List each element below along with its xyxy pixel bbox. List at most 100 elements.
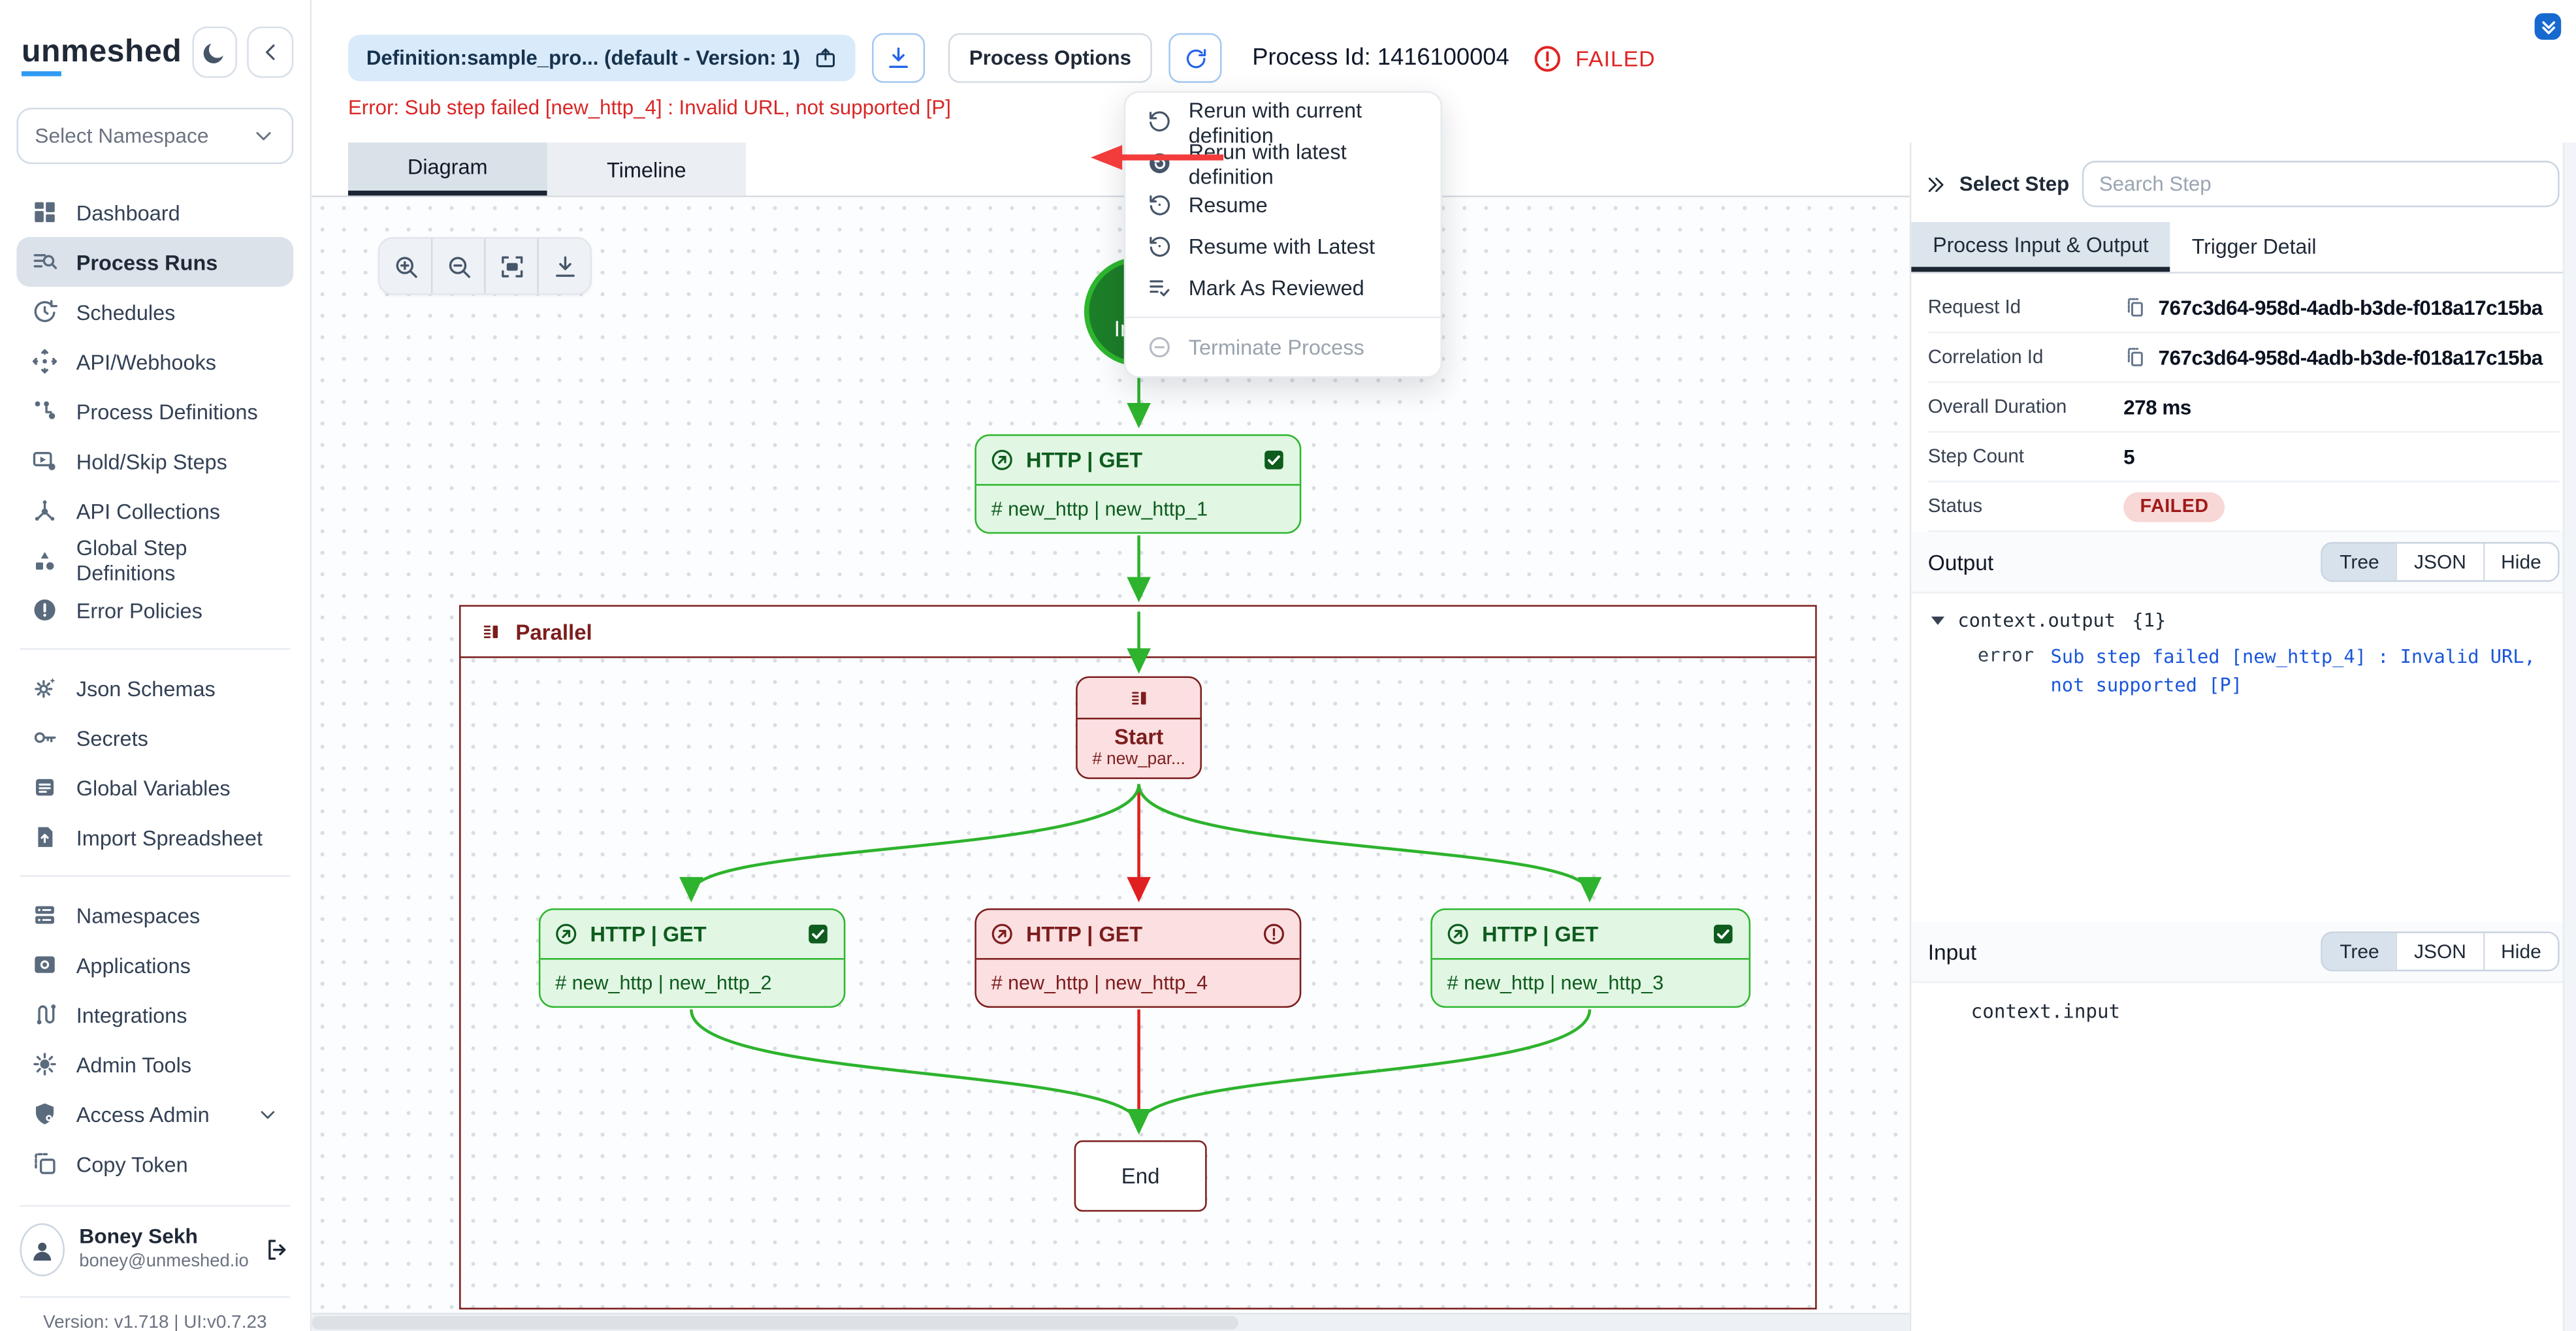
menu-item-mark-as-reviewed[interactable]: Mark As Reviewed bbox=[1125, 267, 1440, 308]
schedules-icon bbox=[31, 298, 58, 325]
sidebar-item-access-admin[interactable]: Access Admin bbox=[16, 1089, 293, 1138]
menu-item-label: Rerun with latest definition bbox=[1188, 138, 1347, 189]
menu-item-resume-with-latest[interactable]: Resume with Latest bbox=[1125, 225, 1440, 266]
user-email: boney@unmeshed.io bbox=[79, 1251, 249, 1272]
step-node-new-http-4[interactable]: HTTP | GET# new_http | new_http_4 bbox=[974, 908, 1302, 1008]
process-definitions-icon bbox=[31, 398, 58, 425]
menu-item-label: Resume bbox=[1188, 192, 1268, 217]
menu-item-resume[interactable]: Resume bbox=[1125, 184, 1440, 225]
output-view-json[interactable]: JSON bbox=[2396, 543, 2483, 581]
dark-mode-toggle[interactable] bbox=[191, 26, 238, 78]
alert-circle-icon bbox=[1261, 922, 1286, 946]
sidebar-item-label: Secrets bbox=[76, 725, 148, 750]
menu-item-rerun-with-latest-definition[interactable]: Rerun with latest definition bbox=[1125, 138, 1440, 188]
double-chevron-right-icon[interactable] bbox=[1925, 173, 1946, 195]
output-view-tree[interactable]: Tree bbox=[2323, 543, 2396, 581]
vertical-scrollbar[interactable] bbox=[2562, 142, 2576, 1331]
fit-view-button[interactable] bbox=[486, 238, 538, 293]
sidebar-item-process-runs[interactable]: Process Runs bbox=[16, 236, 294, 287]
access-admin-icon bbox=[31, 1100, 58, 1127]
api-webhooks-icon bbox=[31, 348, 58, 375]
external-link-icon bbox=[813, 46, 837, 70]
copy-icon[interactable] bbox=[2123, 345, 2147, 369]
download-diagram-button[interactable] bbox=[539, 238, 590, 293]
scroll-down-widget[interactable] bbox=[2534, 13, 2562, 40]
copy-token-icon bbox=[31, 1150, 58, 1177]
user-row[interactable]: Boney Sekh boney@unmeshed.io bbox=[16, 1220, 293, 1279]
zoom-in-button[interactable] bbox=[379, 238, 431, 293]
dashboard-icon bbox=[31, 199, 58, 226]
menu-item-rerun-with-current-definition[interactable]: Rerun with current definition bbox=[1125, 97, 1440, 147]
step-node-new-http-3[interactable]: HTTP | GET# new_http | new_http_3 bbox=[1430, 908, 1751, 1008]
detail-value-text: 5 bbox=[2123, 445, 2135, 468]
logout-icon[interactable] bbox=[264, 1236, 291, 1263]
start-node-title: Start bbox=[1114, 724, 1164, 750]
api-collections-icon bbox=[31, 497, 58, 524]
top-bar: Definition:sample_pro... (default - Vers… bbox=[312, 0, 2576, 142]
sidebar-collapse-button[interactable] bbox=[247, 26, 294, 78]
definition-label: Definition:sample_pro... (default - Vers… bbox=[366, 46, 801, 70]
chevron-down-icon bbox=[257, 1103, 278, 1125]
output-tree: context.output {1} error Sub step failed… bbox=[1911, 594, 2576, 922]
sidebar-item-json-schemas[interactable]: Json Schemas bbox=[16, 663, 293, 713]
check-square-icon bbox=[1261, 447, 1286, 472]
sidebar-item-api-collections[interactable]: API Collections bbox=[16, 486, 293, 536]
sidebar-item-admin-tools[interactable]: Admin Tools bbox=[16, 1039, 293, 1089]
step-node-title: HTTP | GET bbox=[1026, 447, 1143, 473]
sidebar-item-namespaces[interactable]: Namespaces bbox=[16, 890, 293, 940]
definition-pill-button[interactable]: Definition:sample_pro... (default - Vers… bbox=[347, 35, 855, 82]
download-process-button[interactable] bbox=[871, 33, 925, 83]
refresh-button[interactable] bbox=[1169, 33, 1223, 83]
tab-process-input-output[interactable]: Process Input & Output bbox=[1911, 222, 2170, 272]
sidebar-item-label: Process Runs bbox=[76, 249, 218, 275]
diagram-canvas[interactable]: Parallel Input HTTP | GET# new_http | ne… bbox=[312, 197, 1910, 1331]
sidebar-item-dashboard[interactable]: Dashboard bbox=[16, 187, 293, 237]
step-node-new-http-2[interactable]: HTTP | GET# new_http | new_http_2 bbox=[538, 908, 846, 1008]
search-step-input[interactable] bbox=[2082, 161, 2560, 208]
sidebar-item-import-spreadsheet[interactable]: Import Spreadsheet bbox=[16, 812, 293, 862]
sidebar-item-process-definitions[interactable]: Process Definitions bbox=[16, 386, 293, 436]
tree-collapse-caret[interactable] bbox=[1931, 617, 1945, 625]
sidebar-item-api-webhooks[interactable]: API/Webhooks bbox=[16, 336, 293, 386]
detail-value: 5 bbox=[2123, 445, 2134, 468]
tab-diagram[interactable]: Diagram bbox=[347, 142, 547, 196]
menu-item-label: Mark As Reviewed bbox=[1188, 275, 1364, 300]
sidebar-item-integrations[interactable]: Integrations bbox=[16, 989, 293, 1039]
secrets-icon bbox=[31, 724, 58, 751]
process-options-button[interactable]: Process Options bbox=[947, 33, 1153, 83]
sidebar-item-error-policies[interactable]: Error Policies bbox=[16, 585, 293, 635]
process-runs-icon bbox=[31, 249, 58, 276]
sidebar-item-schedules[interactable]: Schedules bbox=[16, 287, 293, 336]
output-child-count: {1} bbox=[2132, 609, 2166, 632]
horizontal-scrollbar[interactable] bbox=[312, 1313, 1910, 1331]
sidebar-item-secrets[interactable]: Secrets bbox=[16, 713, 293, 762]
step-node-title: HTTP | GET bbox=[1481, 922, 1599, 947]
sidebar-item-copy-token[interactable]: Copy Token bbox=[16, 1139, 293, 1189]
detail-value: 278 ms bbox=[2123, 395, 2191, 419]
sidebar-item-global-variables[interactable]: Global Variables bbox=[16, 762, 293, 812]
sidebar-item-hold-skip-steps[interactable]: Hold/Skip Steps bbox=[16, 436, 293, 485]
input-view-tree[interactable]: Tree bbox=[2323, 933, 2396, 970]
copy-icon[interactable] bbox=[2123, 296, 2147, 319]
input-view-json[interactable]: JSON bbox=[2396, 933, 2483, 970]
sidebar-item-applications[interactable]: Applications bbox=[16, 940, 293, 989]
tab-timeline[interactable]: Timeline bbox=[547, 142, 747, 196]
sidebar-item-global-step-definitions[interactable]: Global Step Definitions bbox=[16, 536, 293, 585]
output-view-hide[interactable]: Hide bbox=[2483, 543, 2558, 581]
step-node-header: HTTP | GET bbox=[540, 910, 844, 960]
main-area: Definition:sample_pro... (default - Vers… bbox=[312, 0, 2576, 1331]
input-view-hide[interactable]: Hide bbox=[2483, 933, 2558, 970]
arrow-up-right-circle-icon bbox=[990, 922, 1014, 946]
tab-trigger-detail[interactable]: Trigger Detail bbox=[2191, 235, 2317, 259]
end-node[interactable]: End bbox=[1074, 1140, 1207, 1212]
alert-circle-icon bbox=[1532, 42, 1564, 74]
sidebar-item-label: Process Definitions bbox=[76, 398, 258, 424]
step-node-new-http-1[interactable]: HTTP | GET# new_http | new_http_1 bbox=[974, 434, 1302, 534]
version-text: Version: v1.718 | UI:v0.7.23 bbox=[43, 1313, 267, 1331]
zoom-out-button[interactable] bbox=[432, 238, 484, 293]
parallel-start-node[interactable]: Start # new_par... bbox=[1076, 676, 1202, 779]
namespace-select[interactable]: Select Namespace bbox=[16, 107, 294, 165]
